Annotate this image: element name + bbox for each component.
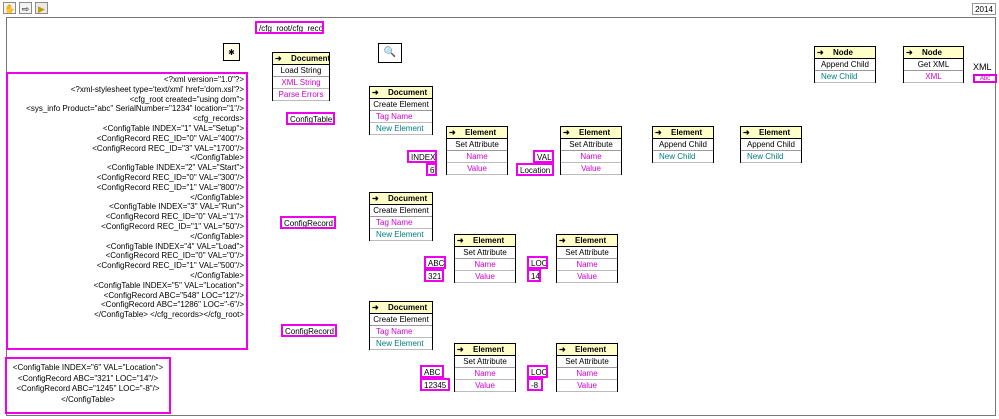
attr-value-constant[interactable]: -8 [527, 378, 543, 391]
set-attribute-node-4[interactable]: ➜Element Set Attribute Name Value [556, 234, 618, 283]
node-input: Value [561, 163, 621, 175]
node-method: Create Element [370, 205, 432, 217]
node-input: Name [455, 259, 515, 271]
toolbar: ✋ ⇨ ▶ 2014 [0, 0, 999, 16]
attr-value-constant[interactable]: 12345 [420, 378, 450, 391]
xpath-constant[interactable]: /cfg_root/cfg_records [255, 21, 324, 34]
node-input: Name [447, 151, 507, 163]
node-method: Append Child [741, 139, 801, 151]
attr-value-constant[interactable]: 321 [424, 269, 444, 282]
create-element-node-3[interactable]: ➜Document Create Element Tag Name New El… [369, 301, 433, 350]
node-input: Name [455, 368, 515, 380]
document-constructor-icon[interactable]: ✱ [223, 43, 240, 61]
node-class: Document [388, 303, 428, 312]
attr-value-constant[interactable]: 14 [527, 269, 541, 282]
tag-name-constant[interactable]: ConfigRecord [281, 324, 337, 337]
attr-name-constant[interactable]: ABC [420, 365, 444, 378]
attr-name-constant[interactable]: LOC [527, 365, 548, 378]
attr-name-constant[interactable]: VAL [533, 150, 554, 163]
xml-source-constant[interactable]: <?xml version="1.0"?> <?xml-stylesheet t… [6, 72, 248, 350]
node-method: Set Attribute [455, 356, 515, 368]
node-input: Tag Name [370, 111, 432, 123]
node-class: Element [575, 345, 607, 354]
node-class: Element [575, 236, 607, 245]
node-input: Name [561, 151, 621, 163]
node-output: New Element [370, 229, 432, 241]
node-append-child[interactable]: ➜Node Append Child New Child [814, 46, 876, 83]
node-method: Append Child [815, 59, 875, 71]
node-method: Get XML [904, 59, 963, 71]
attr-name-constant[interactable]: ABC [424, 256, 446, 269]
node-class: Element [579, 128, 611, 137]
node-class: Element [473, 236, 505, 245]
comment-text[interactable]: <ConfigTable INDEX="6" VAL="Location"> <… [5, 357, 171, 414]
node-input: Tag Name [370, 326, 432, 338]
node-input: New Child [815, 71, 875, 83]
node-method: Append Child [653, 139, 713, 151]
xml-indicator-label: XML [973, 62, 992, 72]
tag-name-constant[interactable]: ConfigRecord [280, 216, 336, 229]
node-get-xml[interactable]: ➜Node Get XML XML [903, 46, 964, 83]
node-output: New Element [370, 123, 432, 135]
tag-name-constant[interactable]: ConfigTable [286, 112, 335, 125]
node-class: Node [833, 48, 853, 57]
set-attribute-node-3[interactable]: ➜Element Set Attribute Name Value [454, 234, 516, 283]
node-output: New Element [370, 338, 432, 350]
xml-string-indicator[interactable]: Abc [973, 74, 997, 83]
node-method: Set Attribute [447, 139, 507, 151]
node-method: Set Attribute [557, 356, 617, 368]
set-attribute-node-6[interactable]: ➜Element Set Attribute Name Value [556, 343, 618, 392]
node-method: Set Attribute [561, 139, 621, 151]
node-output: XML [904, 71, 963, 83]
node-class: Element [759, 128, 791, 137]
node-class: Element [473, 345, 505, 354]
node-input: Name [557, 368, 617, 380]
node-class: Element [465, 128, 497, 137]
xpath-query-icon[interactable]: 🔍 [378, 43, 402, 63]
node-input: Value [455, 271, 515, 283]
node-method: Load String [273, 65, 329, 77]
set-attribute-node-5[interactable]: ➜Element Set Attribute Name Value [454, 343, 516, 392]
attr-value-constant[interactable]: 6 [426, 163, 437, 176]
attr-value-constant[interactable]: Location [516, 163, 554, 176]
node-method: Create Element [370, 314, 432, 326]
create-element-node-2[interactable]: ➜Document Create Element Tag Name New El… [369, 192, 433, 241]
node-input: New Child [741, 151, 801, 163]
arrow-right-icon[interactable]: ⇨ [19, 2, 32, 14]
node-class: Document [388, 88, 428, 97]
node-class: Element [671, 128, 703, 137]
node-class: Document [291, 54, 331, 63]
node-input: Value [455, 380, 515, 392]
set-attribute-node-2[interactable]: ➜Element Set Attribute Name Value [560, 126, 622, 175]
node-input: New Child [653, 151, 713, 163]
set-attribute-node-1[interactable]: ➜Element Set Attribute Name Value [446, 126, 508, 175]
attr-name-constant[interactable]: INDEX [407, 150, 437, 163]
hand-icon[interactable]: ✋ [3, 2, 16, 14]
node-method: Create Element [370, 99, 432, 111]
version-label: 2014 [972, 3, 996, 15]
create-element-node-1[interactable]: ➜Document Create Element Tag Name New El… [369, 86, 433, 135]
append-child-node-1[interactable]: ➜Element Append Child New Child [652, 126, 714, 163]
node-class: Document [388, 194, 428, 203]
node-method: Set Attribute [455, 247, 515, 259]
append-child-node-2[interactable]: ➜Element Append Child New Child [740, 126, 802, 163]
node-class: Node [922, 48, 942, 57]
node-input: Parse Errors [273, 89, 329, 101]
node-input: Value [557, 271, 617, 283]
node-input: Value [557, 380, 617, 392]
node-input: XML String [273, 77, 329, 89]
document-load-string-node[interactable]: ➜Document Load String XML String Parse E… [272, 52, 330, 101]
node-method: Set Attribute [557, 247, 617, 259]
attr-name-constant[interactable]: LOC [527, 256, 548, 269]
node-input: Value [447, 163, 507, 175]
node-input: Tag Name [370, 217, 432, 229]
run-arrow-icon[interactable]: ▶ [35, 2, 48, 14]
node-input: Name [557, 259, 617, 271]
